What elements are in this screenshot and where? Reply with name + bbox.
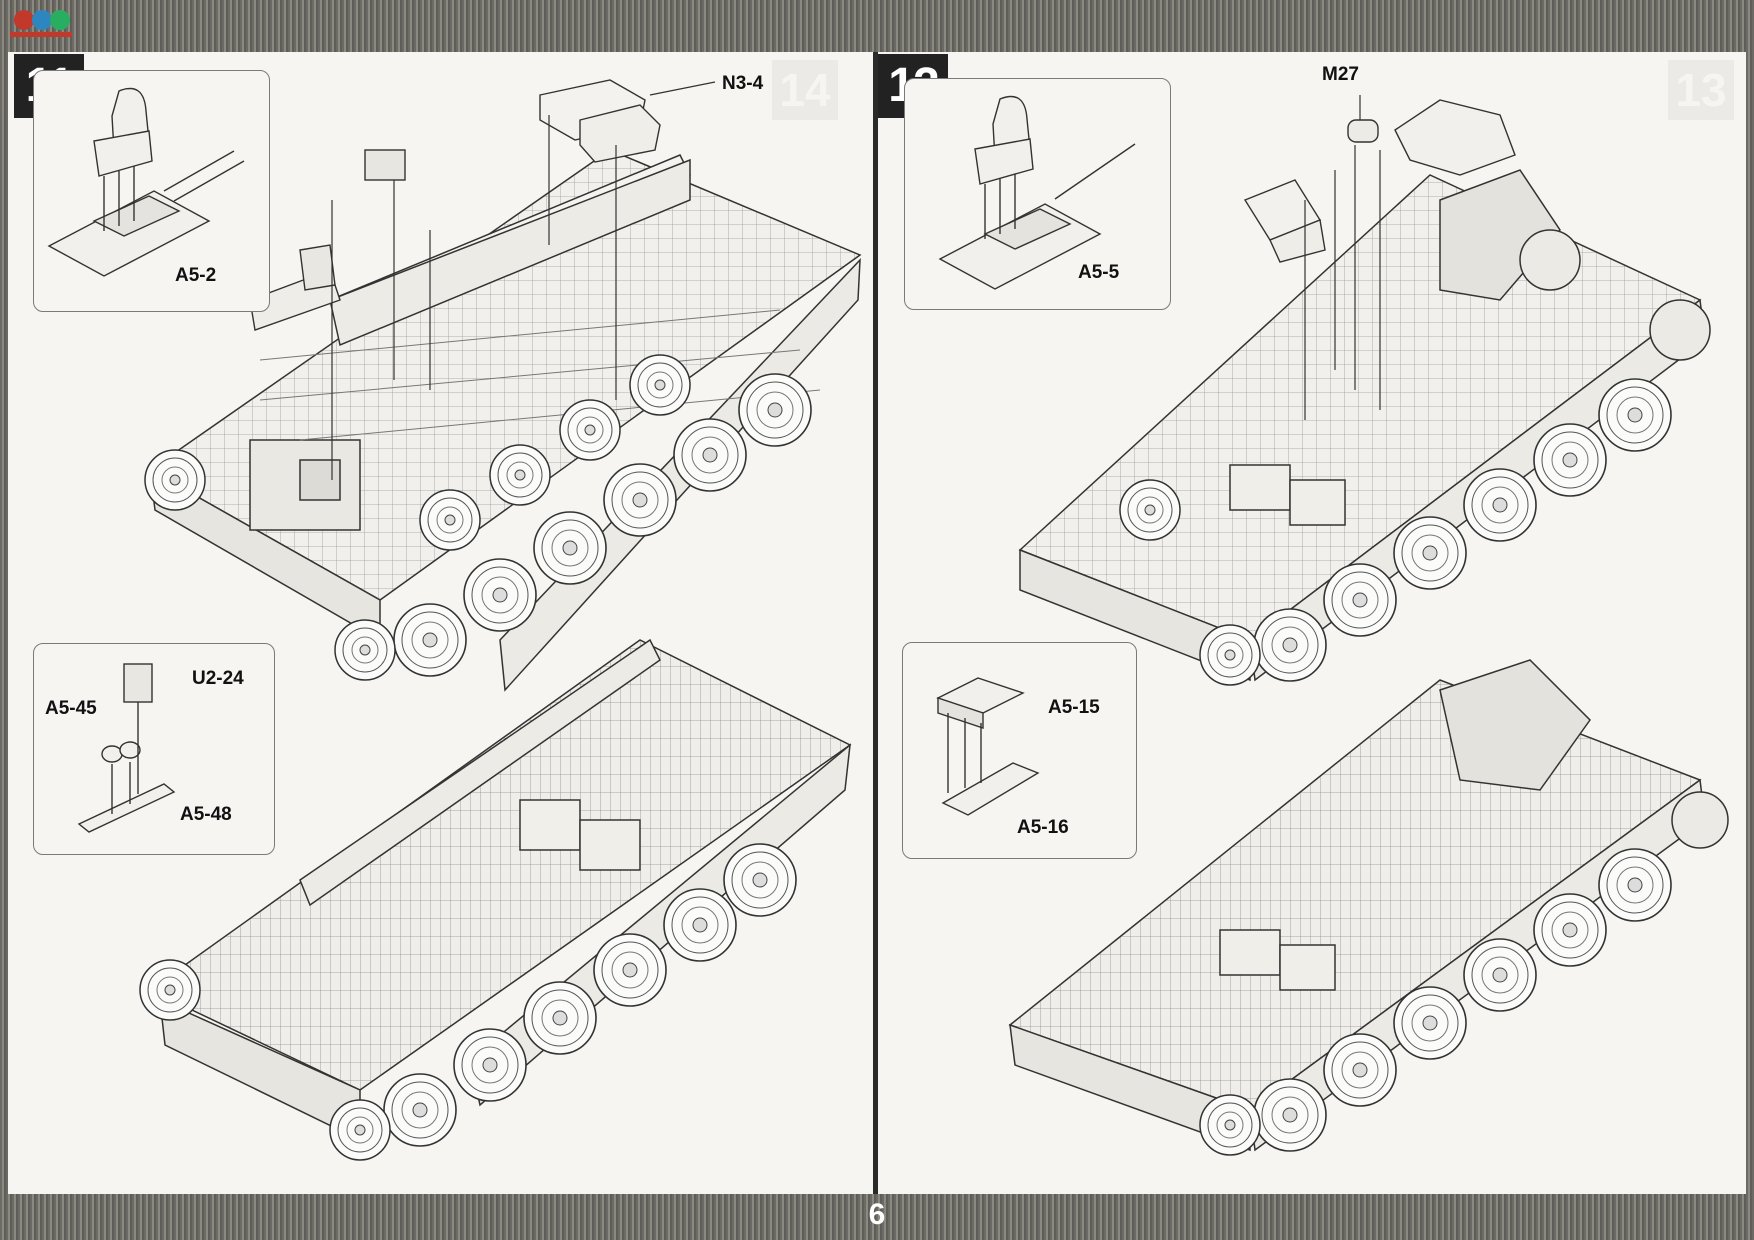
site-watermark-logo — [10, 10, 72, 37]
stowage-assembly-icon — [936, 677, 1040, 816]
ghost-step-badge-right: 13 — [1668, 60, 1734, 120]
callout-a5-5: A5-5 — [1078, 262, 1120, 283]
step11-hull-bottom — [148, 638, 852, 1142]
step12-exploded-parts — [1243, 95, 1516, 420]
step11-inset-bracket — [33, 643, 275, 855]
callout-a5-15: A5-15 — [1048, 697, 1100, 718]
page-number: 6 — [868, 1198, 886, 1231]
callout-u2-24: U2-24 — [192, 668, 244, 689]
callout-n3-4: N3-4 — [722, 73, 764, 94]
callout-a5-45: A5-45 — [45, 698, 97, 719]
page-spine — [873, 52, 878, 1194]
step11-inset-seat — [33, 70, 270, 312]
bracket-assembly-icon — [77, 663, 176, 833]
ghost-step-badge-left: 14 — [772, 60, 838, 120]
callout-m27: M27 — [1322, 64, 1359, 85]
step11-exploded-parts — [249, 79, 716, 480]
callout-a5-2: A5-2 — [175, 265, 217, 286]
seat-assembly-icon — [47, 87, 245, 277]
callout-a5-48: A5-48 — [180, 804, 232, 825]
callout-a5-16: A5-16 — [1017, 817, 1069, 838]
step12-inset-stowage — [902, 642, 1137, 859]
step12-inset-seat — [904, 78, 1171, 310]
seat-assembly-icon — [938, 95, 1136, 290]
